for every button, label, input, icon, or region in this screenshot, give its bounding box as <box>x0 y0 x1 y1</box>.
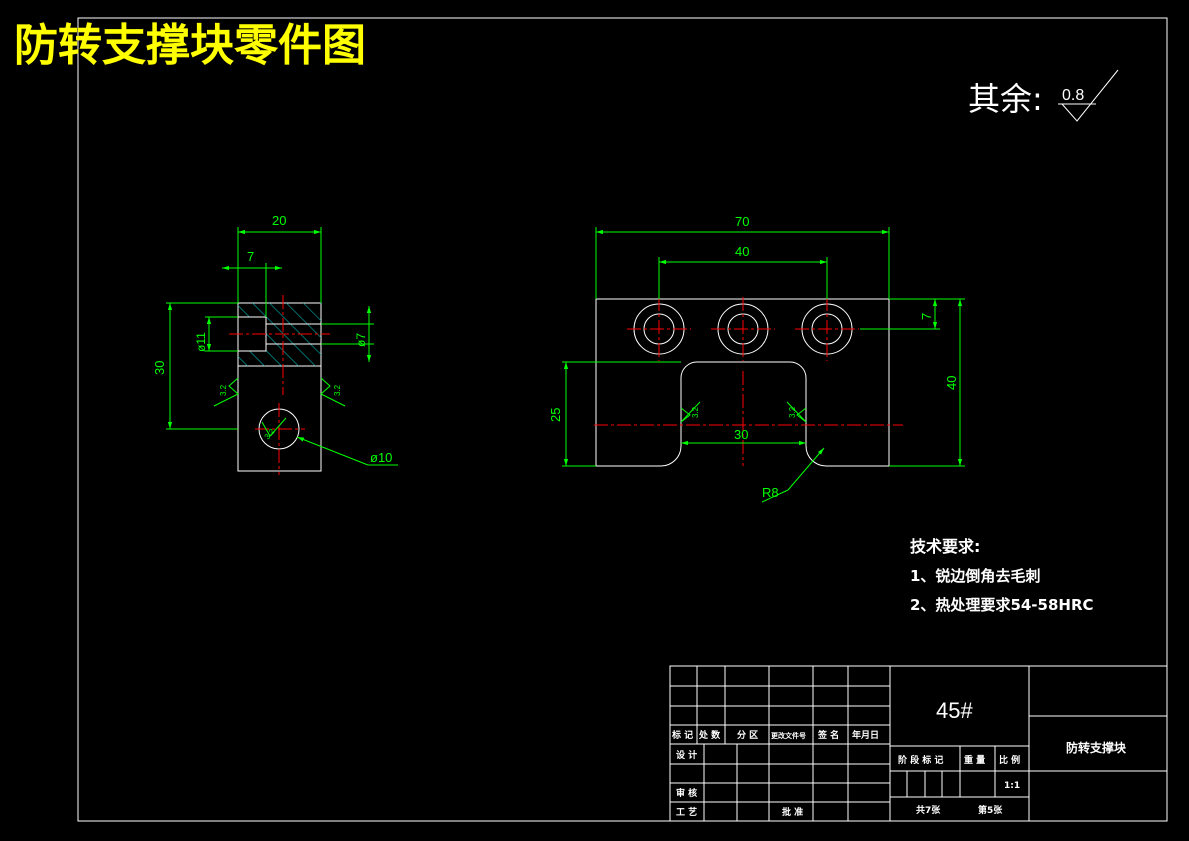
drawing-title: 防转支撑块零件图 <box>14 20 366 71</box>
tb-date: 年月日 <box>852 729 879 741</box>
tb-zone: 分 区 <box>737 729 758 741</box>
section-hatch-bottom <box>238 351 321 366</box>
side-view: 20 7 30 ø11 ø7 ø10 3.2 3.2 3.2 <box>152 213 398 475</box>
tb-total-sheets: 共7张 <box>916 804 941 816</box>
dim-side-width: 20 <box>272 213 286 228</box>
roughness-symbol-icon <box>1061 69 1119 122</box>
roughness-side-left: 3.2 <box>219 384 228 396</box>
tb-count: 处 数 <box>698 729 721 741</box>
roughness-symbol-icon <box>213 377 239 407</box>
tb-material: 45# <box>936 698 973 723</box>
dim-front-radius: R8 <box>762 485 779 500</box>
roughness-symbol-icon <box>786 401 807 423</box>
tb-scale-label: 比 例 <box>999 754 1020 766</box>
dim-bore-outer: ø11 <box>194 332 208 352</box>
dim-front-height: 40 <box>944 376 959 390</box>
dim-front-hole-spacing: 40 <box>735 244 749 259</box>
roughness-symbol-icon <box>680 401 701 423</box>
dim-bore-inner: ø7 <box>354 333 368 347</box>
tech-requirements-heading: 技术要求: <box>910 537 980 556</box>
tb-part-name: 防转支撑块 <box>1066 740 1127 755</box>
roughness-symbol-icon <box>261 417 287 437</box>
front-view: 70 40 40 7 25 30 R8 3.2 3.2 <box>548 214 965 503</box>
tb-sign: 签 名 <box>817 729 839 741</box>
roughness-note-value: 0.8 <box>1062 87 1084 104</box>
dim-side-height: 30 <box>152 361 167 375</box>
tb-stage: 阶 段 标 记 <box>898 754 943 766</box>
tb-sheet-number: 第5张 <box>978 804 1003 816</box>
roughness-symbol-icon <box>320 377 346 407</box>
roughness-note: 其余: 0.8 <box>968 69 1119 122</box>
tb-review: 审 核 <box>676 787 697 799</box>
tb-process: 工 艺 <box>676 806 697 818</box>
roughness-note-label: 其余: <box>968 80 1043 118</box>
front-view-outline <box>595 298 890 467</box>
roughness-front-right: 3.2 <box>788 406 797 418</box>
dim-front-slot-depth: 25 <box>548 408 563 422</box>
tech-requirement-2: 2、热处理要求54-58HRC <box>910 596 1094 614</box>
dim-front-length: 70 <box>735 214 749 229</box>
title-block-text: 标 记 处 数 分 区 更改文件号 签 名 年月日 设 计 审 核 工 艺 批 … <box>671 698 1127 818</box>
tech-requirements: 技术要求: 1、锐边倒角去毛刺 2、热处理要求54-58HRC <box>910 537 1094 614</box>
tb-mark: 标 记 <box>671 729 693 741</box>
tech-requirement-1: 1、锐边倒角去毛刺 <box>910 567 1040 585</box>
roughness-front-left: 3.2 <box>691 406 700 418</box>
tb-approve: 批 准 <box>782 806 803 818</box>
sheet-frame <box>77 17 1168 822</box>
tb-weight: 重 量 <box>964 754 985 766</box>
roughness-side-right: 3.2 <box>333 384 342 396</box>
dim-side-offset: 7 <box>247 249 254 264</box>
title-block <box>669 665 1168 822</box>
dim-hole: ø10 <box>370 450 392 465</box>
tb-scale: 1:1 <box>1004 781 1020 791</box>
tb-doc-no: 更改文件号 <box>771 731 806 740</box>
section-hatch-top <box>238 303 321 317</box>
dim-front-top-offset: 7 <box>919 313 934 320</box>
dim-front-slot-width: 30 <box>734 427 748 442</box>
tb-design: 设 计 <box>676 749 697 761</box>
